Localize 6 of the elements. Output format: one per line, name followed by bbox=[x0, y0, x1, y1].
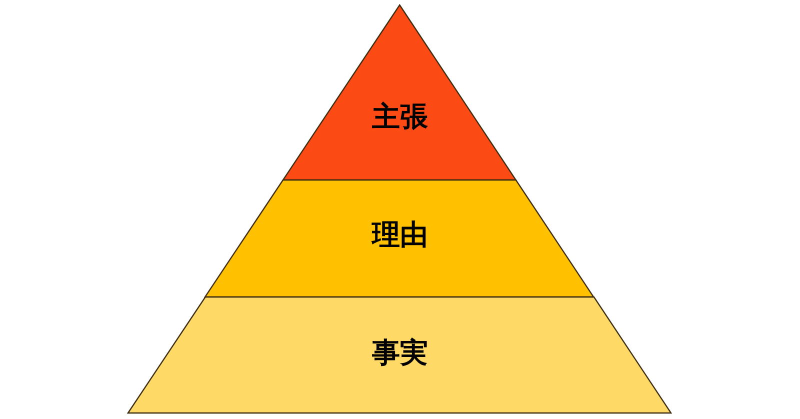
pyramid-level bbox=[128, 297, 671, 413]
pyramid-level bbox=[205, 180, 594, 297]
level-label: 主張 bbox=[372, 103, 428, 131]
level-label: 理由 bbox=[372, 221, 428, 249]
level-label: 事実 bbox=[372, 339, 428, 367]
pyramid-level bbox=[283, 5, 516, 180]
